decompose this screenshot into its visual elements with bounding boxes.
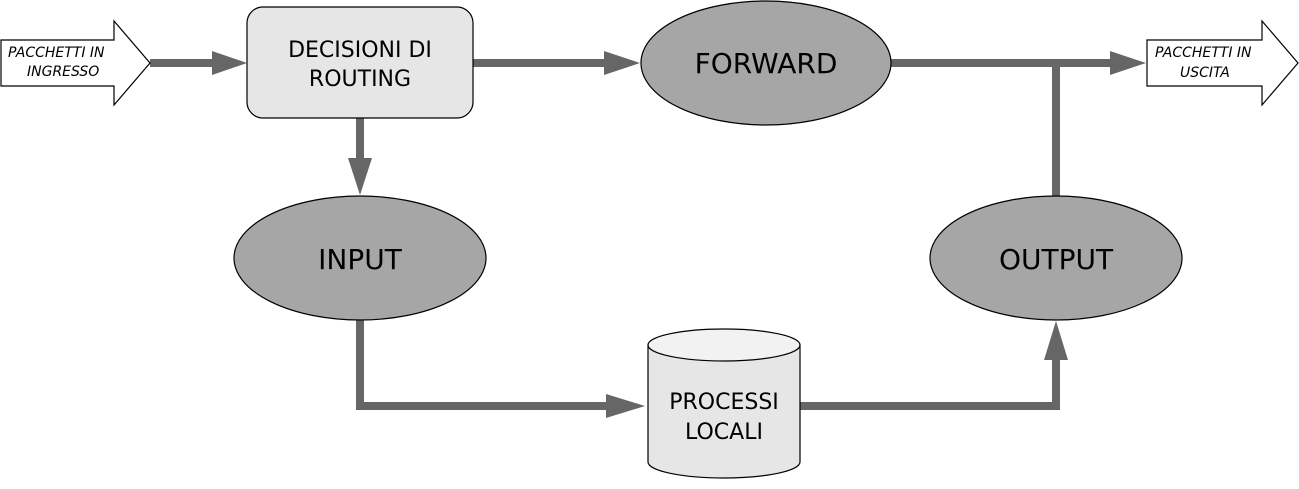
connector-input-processes [356,320,612,410]
arrowhead-processes [606,394,645,418]
input-node: INPUT [233,195,487,321]
connectors [150,51,1146,418]
egress-arrow: PACCHETTI IN USCITA [1146,19,1299,107]
forward-ellipse [640,0,892,126]
ingress-label-line1: PACCHETTI IN [8,45,105,61]
input-label: INPUT [318,243,403,276]
ingress-label-line2: INGRESSO [27,64,99,80]
arrowhead-routing [212,51,247,75]
forward-node: FORWARD [640,0,892,126]
local-processes-node: PROCESSI LOCALI [647,328,801,479]
cylinder-body [647,345,801,479]
cylinder-top [647,328,801,362]
processes-label-line1: PROCESSI [669,390,779,415]
arrowhead-forward [604,51,640,75]
input-ellipse [233,195,487,321]
routing-label-line1: DECISIONI DI [288,38,432,63]
arrowhead-output [1044,321,1068,360]
arrowhead-input [348,158,372,195]
egress-label-line2: USCITA [1180,65,1230,81]
egress-label-line1: PACCHETTI IN [1155,45,1252,61]
output-node: OUTPUT [929,195,1183,321]
ingress-arrow-shape [0,19,151,107]
output-ellipse [929,195,1183,321]
forward-label: FORWARD [695,47,838,80]
egress-arrow-shape [1146,19,1299,107]
processes-label-line2: LOCALI [685,420,763,445]
output-label: OUTPUT [999,243,1114,276]
connector-processes-output [800,354,1060,410]
routing-decision-box [246,6,474,119]
routing-label-line2: ROUTING [309,67,411,92]
ingress-arrow: PACCHETTI IN INGRESSO [0,19,151,107]
arrowhead-egress [1110,51,1146,75]
routing-decision-node: DECISIONI DI ROUTING [246,6,474,119]
